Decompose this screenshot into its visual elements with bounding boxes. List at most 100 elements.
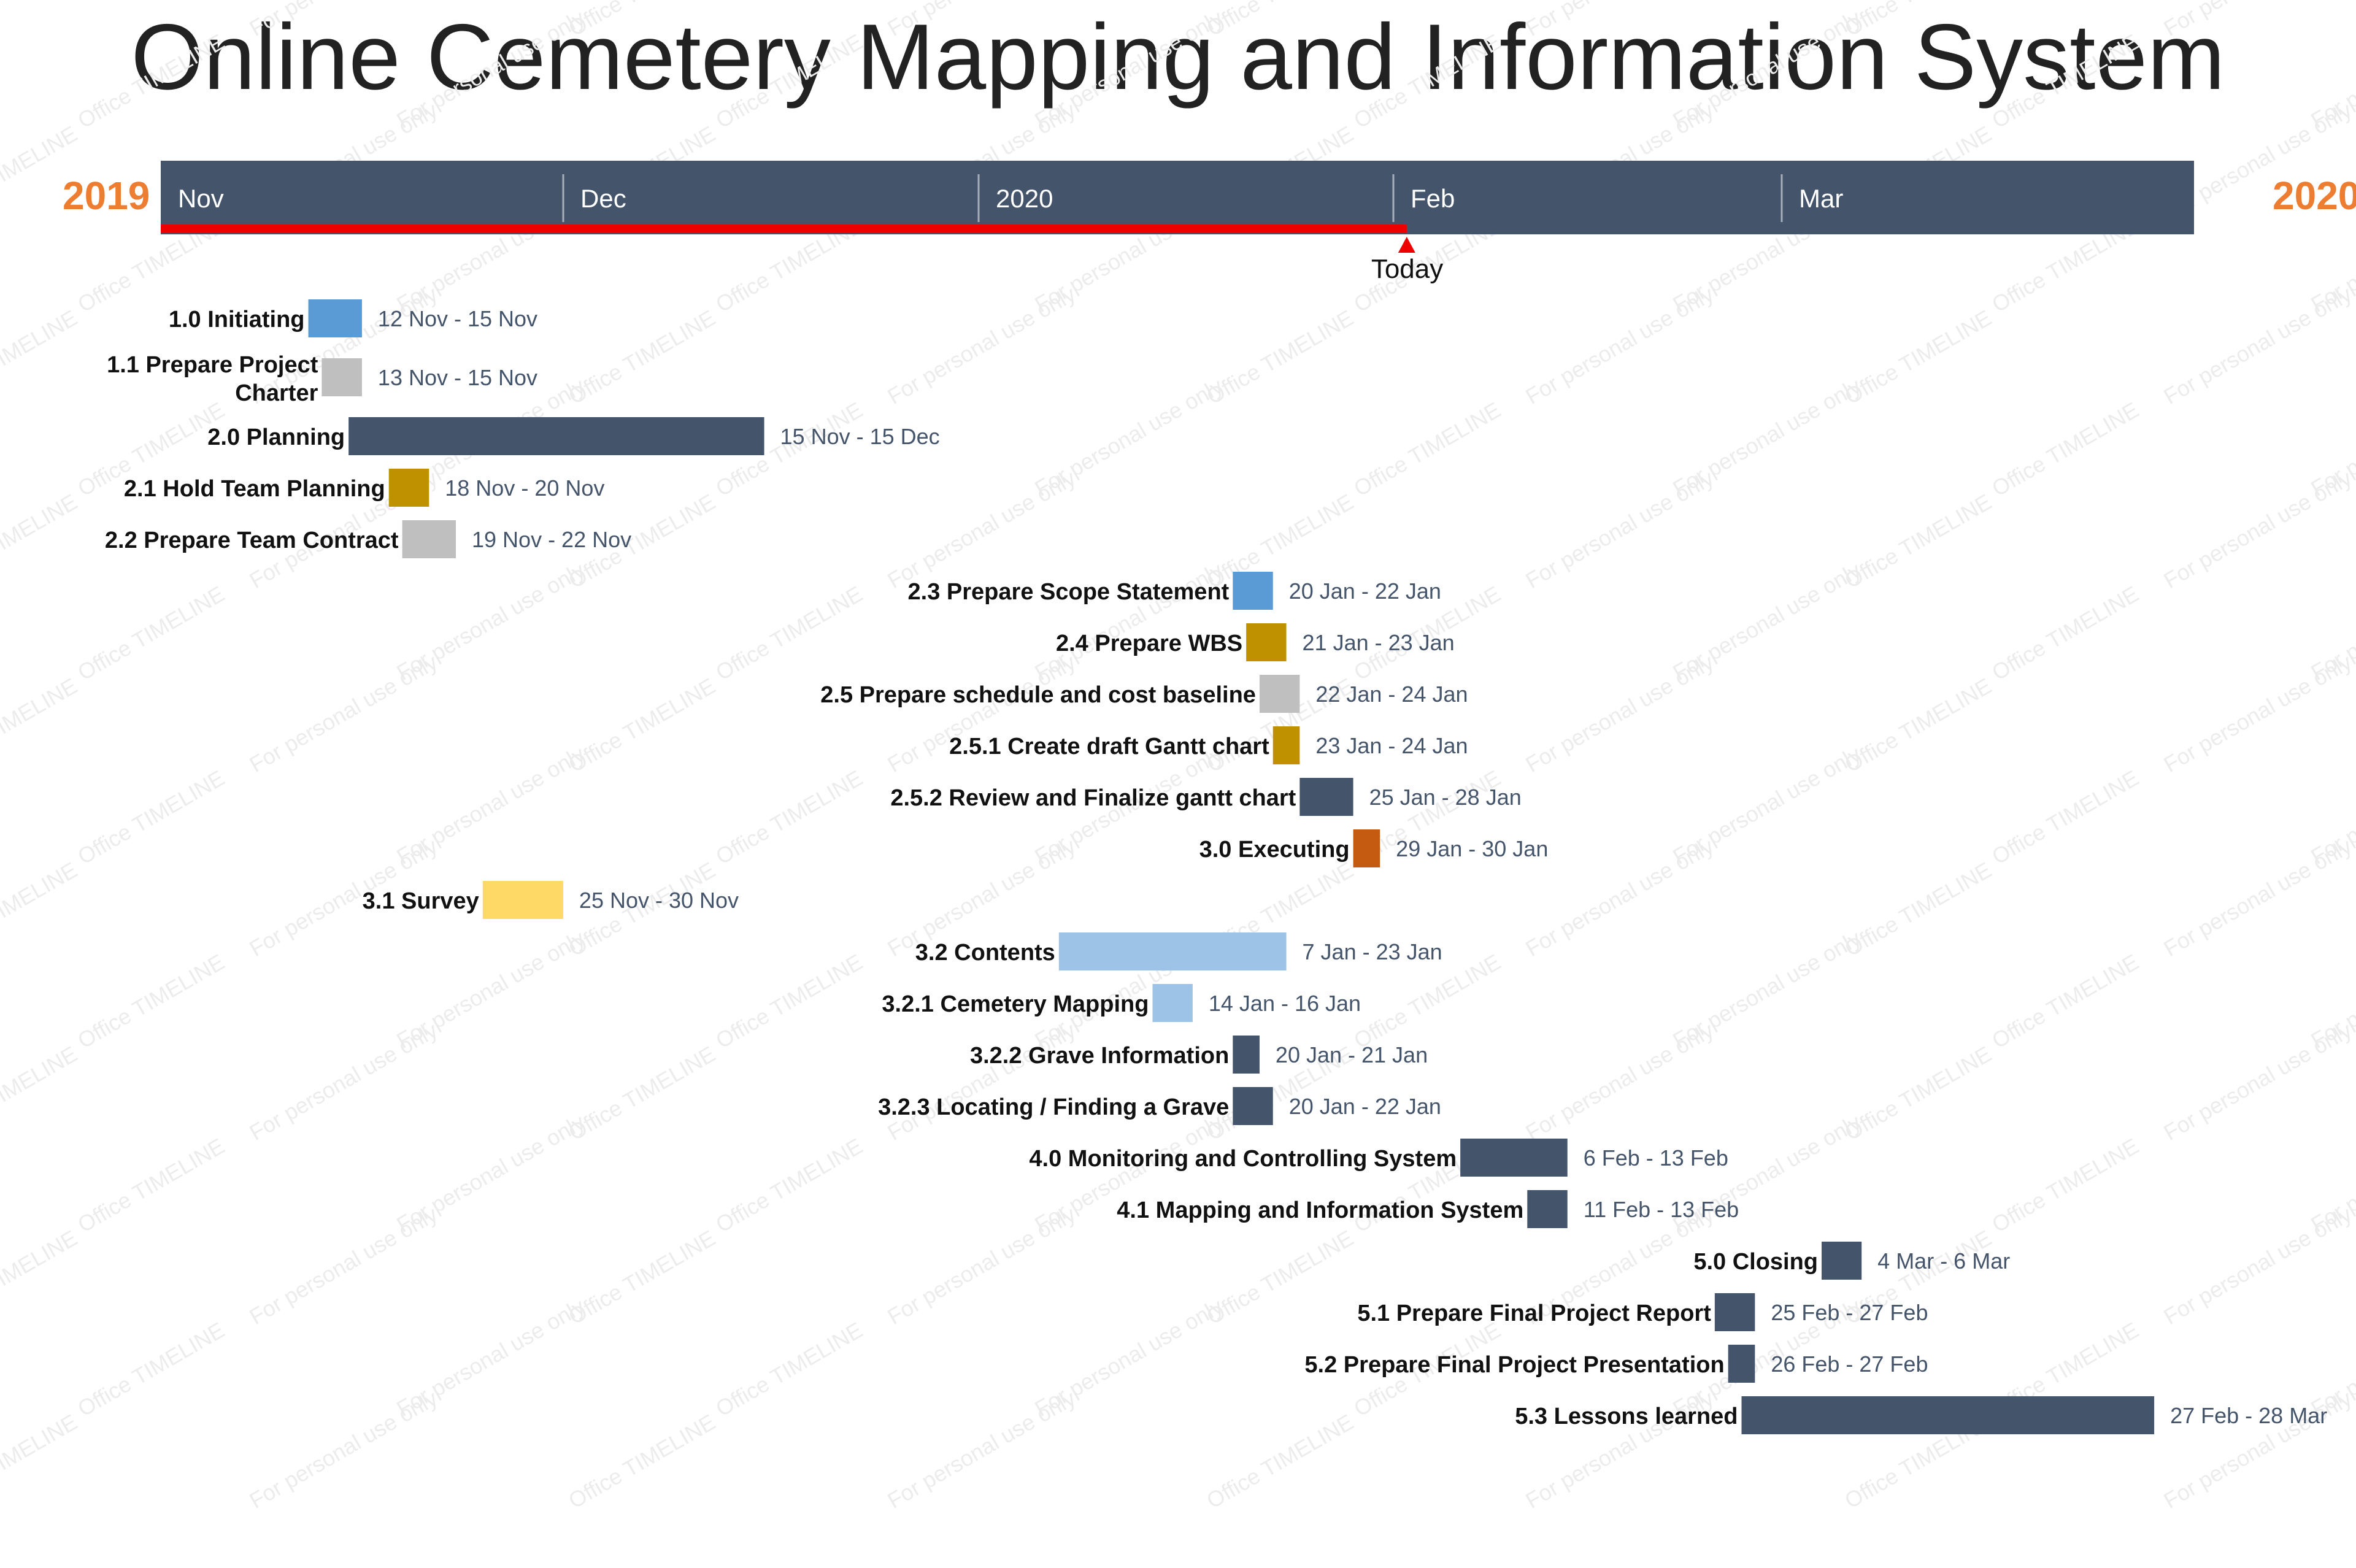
task-row: 2.5 Prepare schedule and cost baseline 22… (820, 675, 1468, 713)
task-date-label: 22 Jan - 24 Jan (1315, 682, 1468, 707)
task-name-label: 2.0 Planning (207, 425, 345, 450)
task-bar (388, 469, 429, 507)
task-row: 2.5.2 Review and Finalize gantt chart 25 … (890, 778, 1522, 816)
month-label: Dec (580, 184, 626, 213)
task-row: 2.3 Prepare Scope Statement 20 Jan - 22 J… (908, 572, 1441, 610)
task-bar (1233, 1087, 1273, 1125)
task-bar (1058, 932, 1287, 970)
task-date-label: 25 Jan - 28 Jan (1369, 785, 1522, 810)
task-bar (1259, 675, 1300, 713)
task-name-label: 1.0 Initiating (169, 307, 305, 332)
task-date-label: 14 Jan - 16 Jan (1209, 991, 1361, 1016)
task-bar (1272, 726, 1300, 764)
task-date-label: 26 Feb - 27 Feb (1771, 1351, 1928, 1377)
task-name-label: 4.1 Mapping and Information System (1117, 1197, 1523, 1223)
task-name-label: 2.4 Prepare WBS (1056, 631, 1242, 656)
month-label: Feb (1411, 184, 1455, 213)
month-label: 2020 (996, 184, 1053, 213)
task-date-label: 15 Nov - 15 Dec (780, 424, 940, 449)
chart-title: Online Cemetery Mapping and Information … (131, 5, 2225, 109)
task-name-label: 3.0 Executing (1199, 837, 1350, 863)
task-date-label: 18 Nov - 20 Nov (445, 475, 604, 501)
task-row: 3.2 Contents 7 Jan - 23 Jan (915, 932, 1442, 970)
task-name-label: 2.5.2 Review and Finalize gantt chart (890, 785, 1296, 811)
end-year-label: 2020 (2273, 174, 2356, 218)
task-name-label: 2.2 Prepare Team Contract (105, 528, 399, 553)
task-row: 4.0 Monitoring and Controlling System 6 F… (1029, 1139, 1728, 1177)
task-date-label: 20 Jan - 21 Jan (1276, 1042, 1428, 1067)
task-row: 2.1 Hold Team Planning 18 Nov - 20 Nov (124, 469, 604, 507)
task-date-label: 19 Nov - 22 Nov (472, 527, 631, 552)
task-name-label: 3.2.1 Cemetery Mapping (882, 991, 1149, 1017)
task-bar (1741, 1396, 2155, 1434)
task-bar (402, 520, 456, 558)
today-label: Today (1371, 254, 1444, 284)
task-name-label: 2.5 Prepare schedule and cost baseline (820, 682, 1256, 708)
task-name-label: 4.0 Monitoring and Controlling System (1029, 1146, 1457, 1172)
task-bar (482, 881, 563, 919)
task-date-label: 11 Feb - 13 Feb (1584, 1197, 1739, 1222)
today-marker-icon (1398, 237, 1415, 253)
task-row: 3.0 Executing 29 Jan - 30 Jan (1199, 829, 1548, 867)
task-bar (1233, 1036, 1260, 1074)
task-date-label: 12 Nov - 15 Nov (378, 306, 537, 331)
task-row: 2.4 Prepare WBS 21 Jan - 23 Jan (1056, 623, 1455, 661)
task-bar (1714, 1293, 1755, 1331)
timescale-bar: Nov Dec 2020 Feb Mar (161, 161, 2194, 234)
task-row: 5.1 Prepare Final Project Report 25 Feb -… (1357, 1293, 1928, 1331)
task-date-label: 20 Jan - 22 Jan (1289, 578, 1441, 604)
task-row: 3.1 Survey 25 Nov - 30 Nov (363, 881, 739, 919)
task-date-label: 4 Mar - 6 Mar (1877, 1248, 2010, 1274)
task-name-label: 5.2 Prepare Final Project Presentation (1304, 1352, 1724, 1378)
task-row: 5.2 Prepare Final Project Presentation 26… (1304, 1345, 1928, 1383)
start-year-label: 2019 (63, 174, 150, 218)
task-date-label: 25 Feb - 27 Feb (1771, 1300, 1928, 1325)
task-name-label: 2.1 Hold Team Planning (124, 476, 385, 502)
month-label: Mar (1799, 184, 1843, 213)
month-label: Nov (178, 184, 224, 213)
task-date-label: 7 Jan - 23 Jan (1303, 939, 1442, 964)
task-bar (1233, 572, 1273, 610)
task-row: 3.2.1 Cemetery Mapping 14 Jan - 16 Jan (882, 984, 1361, 1022)
task-row: 2.0 Planning 15 Nov - 15 Dec (207, 417, 940, 455)
task-row: 2.2 Prepare Team Contract 19 Nov - 22 Nov (105, 520, 631, 558)
task-name-label: 5.1 Prepare Final Project Report (1357, 1301, 1711, 1326)
task-bar (1299, 778, 1353, 816)
task-name-label: 5.3 Lessons learned (1515, 1404, 1738, 1429)
task-date-label: 20 Jan - 22 Jan (1289, 1094, 1441, 1119)
task-row: 1.0 Initiating 12 Nov - 15 Nov (169, 299, 537, 337)
task-date-label: 6 Feb - 13 Feb (1584, 1145, 1728, 1170)
task-row: 3.2.2 Grave Information 20 Jan - 21 Jan (970, 1036, 1428, 1074)
task-name-label: 2.3 Prepare Scope Statement (908, 579, 1230, 605)
task-bar (1353, 829, 1380, 867)
task-date-label: 25 Nov - 30 Nov (579, 888, 739, 913)
task-name-label: 3.2.3 Locating / Finding a Grave (878, 1094, 1229, 1120)
task-date-label: 27 Feb - 28 Mar (2170, 1403, 2327, 1428)
task-name-label: 3.1 Survey (363, 888, 479, 914)
task-bar (321, 358, 362, 396)
task-row: 5.0 Closing 4 Mar - 6 Mar (1693, 1242, 2010, 1280)
task-name-label: 5.0 Closing (1693, 1249, 1818, 1275)
task-bar (1728, 1345, 1755, 1383)
task-date-label: 21 Jan - 23 Jan (1303, 630, 1455, 655)
timescale-background (161, 161, 2194, 234)
task-row: 4.1 Mapping and Information System 11 Feb… (1117, 1190, 1739, 1228)
task-date-label: 13 Nov - 15 Nov (378, 365, 537, 390)
task-date-label: 29 Jan - 30 Jan (1396, 836, 1548, 861)
task-bar (1822, 1242, 1862, 1280)
task-row: 3.2.3 Locating / Finding a Grave 20 Jan -… (878, 1087, 1441, 1125)
task-name-label: 2.5.1 Create draft Gantt chart (949, 734, 1269, 759)
task-name-label: 3.2 Contents (915, 940, 1055, 966)
task-bar (308, 299, 362, 337)
elapsed-progress-bar (161, 225, 1407, 233)
task-bar (348, 417, 764, 455)
task-name-label: 3.2.2 Grave Information (970, 1043, 1229, 1069)
task-bar (1246, 623, 1287, 661)
task-bar (1460, 1139, 1568, 1177)
task-bar (1527, 1190, 1568, 1228)
